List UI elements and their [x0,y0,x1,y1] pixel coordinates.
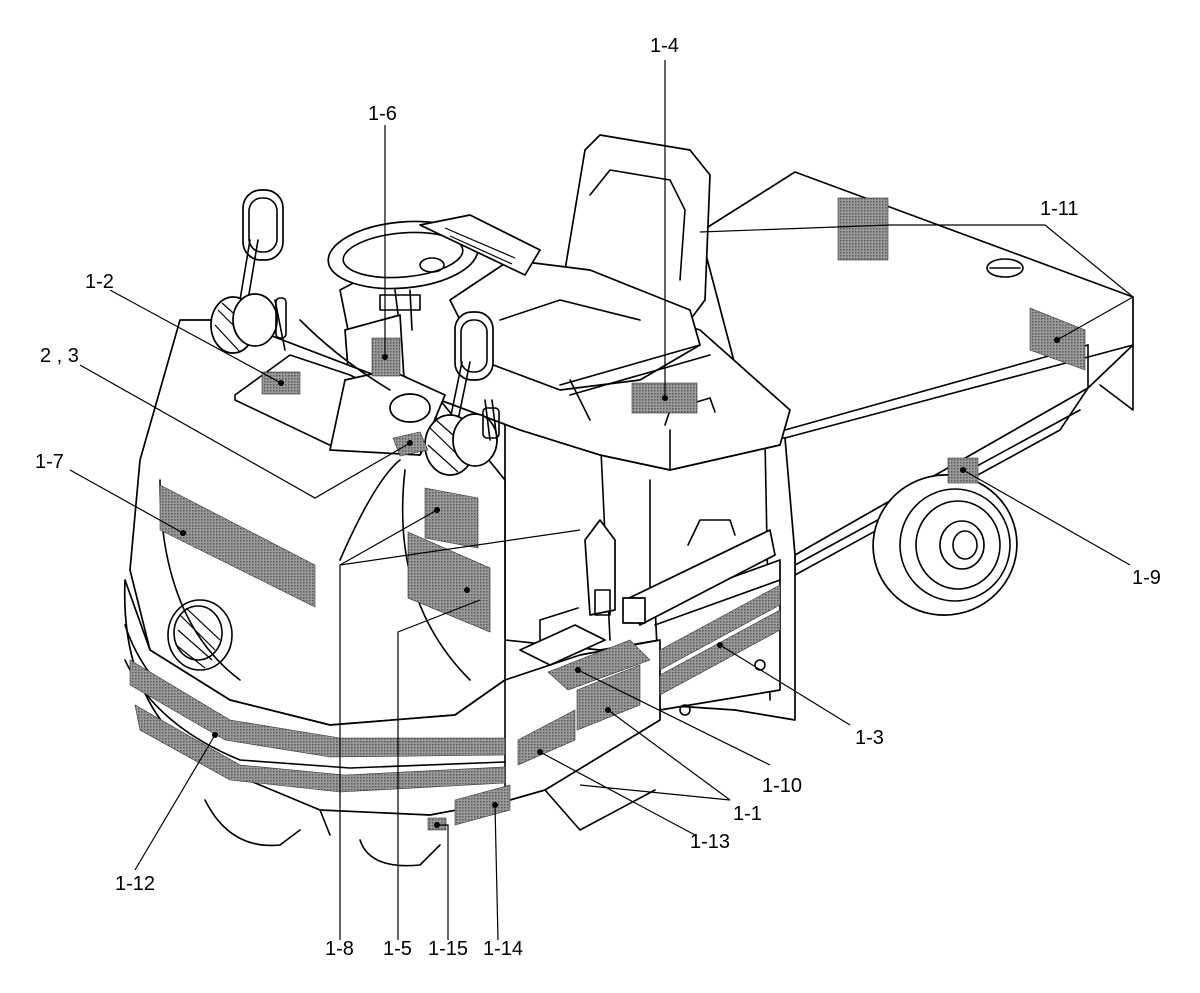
callout-1-5: 1-5 [383,938,412,960]
callout-1-14: 1-14 [483,938,523,960]
callout-1-15: 1-15 [428,938,468,960]
callout-1-3: 1-3 [855,727,884,749]
leader-lines [69,60,1134,941]
callout-labels: 1-4 1-6 1-11 1-2 2 , 3 1-7 1-9 1-3 1-10 … [35,35,1161,960]
callout-1-13: 1-13 [690,831,730,853]
decal-1-3a [659,584,781,671]
callout-1-2: 1-2 [85,271,114,293]
callout-1-1: 1-1 [733,803,762,825]
decal-1-14 [454,784,511,826]
callout-1-8: 1-8 [325,938,354,960]
decal-1-13 [517,709,576,766]
callout-1-4: 1-4 [650,35,679,57]
callout-2-3: 2 , 3 [40,345,79,367]
callout-1-10: 1-10 [762,775,802,797]
callout-1-9: 1-9 [1132,567,1161,589]
callout-1-11: 1-11 [1040,198,1079,220]
rear-wheel [872,474,1018,616]
callout-1-7: 1-7 [35,451,64,473]
callout-1-6: 1-6 [368,103,397,125]
left-mirror-lamp [210,189,287,354]
right-mirror-lamp [424,311,500,476]
tow-hitch [584,519,776,626]
decal-1-12b [134,704,506,793]
decal-1-1 [576,664,641,731]
decal-1-3b [659,609,781,696]
decal-1-8 [424,487,479,549]
decal-1-7 [159,484,316,608]
callout-1-12: 1-12 [115,873,155,895]
decal-1-11a [837,197,889,261]
decal-1-5 [407,531,491,633]
decal-1-12a [129,659,506,758]
steering-wheel [327,214,541,331]
decal-1-10 [547,639,651,691]
